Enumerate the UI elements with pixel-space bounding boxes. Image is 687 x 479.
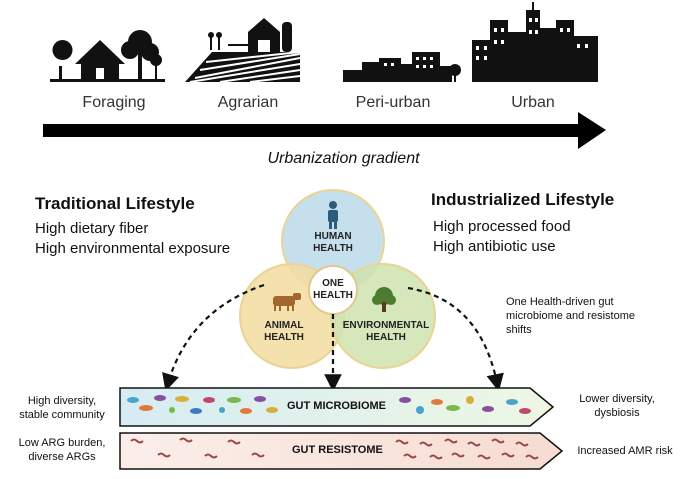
- cow-icon: [273, 293, 301, 311]
- stage-label-urban: Urban: [511, 94, 555, 111]
- stage-label-peri-urban: Peri-urban: [355, 94, 431, 111]
- foraging-icon: [50, 30, 165, 82]
- arg-cluster-left: [130, 437, 265, 459]
- gut-microbiome-label: GUT MICROBIOME: [287, 400, 386, 412]
- stage-label-foraging: Foraging: [82, 94, 146, 111]
- one-health-label: ONE HEALTH: [313, 278, 353, 301]
- tree-icon: [372, 287, 396, 312]
- environmental-health-label: ENVIRONMENTAL HEALTH: [342, 320, 430, 343]
- traditional-item-2: High environmental exposure: [35, 240, 231, 257]
- dashed-arrow-right: [407, 286, 504, 392]
- resistome-left-note: Low ARG burden, diverse ARGs: [18, 437, 106, 463]
- microbiome-band: [119, 387, 555, 427]
- human-icon: [328, 201, 338, 229]
- resistome-right-note: Increased AMR risk: [577, 445, 673, 457]
- urbanization-arrow: [43, 112, 606, 149]
- microbiome-left-note: High diversity, stable community: [19, 395, 105, 421]
- industrialized-lifestyle-title: Industrialized Lifestyle: [431, 190, 615, 209]
- microbe-cluster-left: [127, 395, 278, 414]
- dashed-arrows: [162, 283, 504, 392]
- industrialized-item-1: High processed food: [433, 218, 571, 235]
- human-health-label: HUMAN HEALTH: [313, 231, 353, 254]
- urbanization-gradient-label: Urbanization gradient: [267, 150, 420, 167]
- gut-resistome-label: GUT RESISTOME: [292, 444, 383, 456]
- urban-icon: [472, 2, 598, 82]
- traditional-item-1: High dietary fiber: [35, 220, 149, 237]
- industrialized-item-2: High antibiotic use: [433, 238, 556, 255]
- microbiome-right-note: Lower diversity, dysbiosis: [579, 393, 655, 419]
- one-health-note: One Health-driven gut microbiome and res…: [506, 296, 635, 336]
- peri-urban-icon: [343, 52, 461, 82]
- agrarian-icon: [185, 18, 301, 83]
- resistome-band: [119, 432, 564, 470]
- arg-cluster-right: [395, 438, 539, 460]
- microbe-cluster-right: [399, 396, 531, 414]
- traditional-lifestyle-title: Traditional Lifestyle: [35, 194, 195, 213]
- stage-label-agrarian: Agrarian: [217, 94, 279, 111]
- animal-health-label: ANIMAL HEALTH: [264, 320, 304, 343]
